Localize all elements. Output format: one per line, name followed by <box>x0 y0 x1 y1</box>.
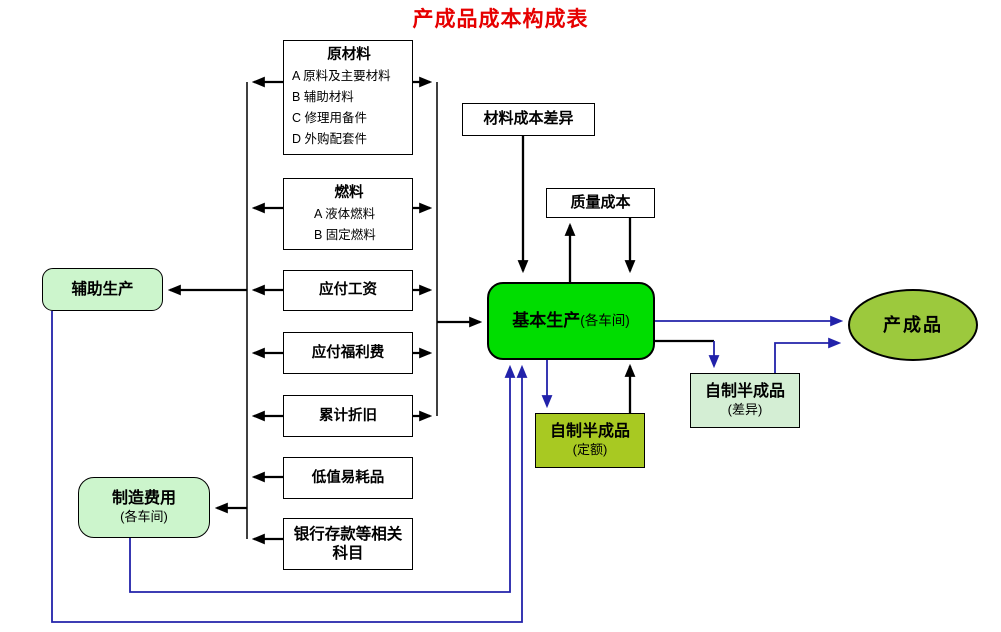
box-manufacturing-overhead-title: 制造费用 <box>111 490 176 508</box>
box-bank-deposits-title-line1: 银行存款等相关 <box>293 525 403 543</box>
black-arrows <box>167 76 714 545</box>
page-title: 产成品成本构成表 <box>412 8 589 31</box>
raw-materials-item: B 辅助材料 <box>292 90 354 105</box>
box-low-value-consumables: 低值易耗品 <box>283 457 413 499</box>
raw-materials-item: D 外购配套件 <box>292 132 368 147</box>
box-raw-materials-title: 原材料 <box>327 47 371 63</box>
box-semi-finished-quota: 自制半成品 (定额) <box>535 413 645 468</box>
box-semi-finished-variance-subtitle: (差异) <box>727 402 763 418</box>
box-accumulated-depreciation: 累计折旧 <box>283 395 413 437</box>
box-bank-deposits: 银行存款等相关 科目 <box>283 518 413 570</box>
box-low-value-consumables-title: 低值易耗品 <box>311 469 385 486</box>
box-material-cost-variance: 材料成本差异 <box>462 103 595 136</box>
box-auxiliary-production-title: 辅助生产 <box>71 280 134 298</box>
raw-materials-item: C 修理用备件 <box>292 111 368 126</box>
box-quality-cost: 质量成本 <box>546 188 655 218</box>
fuel-item: A 液体燃料 <box>314 207 376 222</box>
box-fuel-title: 燃料 <box>334 185 364 201</box>
box-semi-finished-quota-title: 自制半成品 <box>549 423 630 441</box>
box-material-cost-variance-title: 材料成本差异 <box>483 110 574 128</box>
box-semi-finished-variance-title: 自制半成品 <box>704 383 785 401</box>
box-manufacturing-overhead-subtitle: (各车间) <box>120 509 168 525</box>
raw-materials-item: A 原料及主要材料 <box>292 69 391 84</box>
box-basic-production: 基本生产(各车间) <box>487 282 655 360</box>
box-quality-cost-title: 质量成本 <box>570 193 631 211</box>
collector-rails <box>246 82 438 539</box>
box-fuel: 燃料 A 液体燃料 B 固定燃料 <box>283 178 413 250</box>
box-basic-production-title: 基本生产 <box>512 311 581 331</box>
fuel-item: B 固定燃料 <box>314 228 376 243</box>
box-bank-deposits-title-line2: 科目 <box>332 545 364 562</box>
box-auxiliary-production: 辅助生产 <box>42 268 163 311</box>
box-wages-payable-title: 应付工资 <box>319 282 377 299</box>
ellipse-finished-product-title: 产成品 <box>883 314 943 335</box>
box-welfare-payable: 应付福利费 <box>283 332 413 374</box>
box-basic-production-subtitle: (各车间) <box>580 312 630 328</box>
ellipse-finished-product: 产成品 <box>848 289 978 361</box>
box-semi-finished-variance: 自制半成品 (差异) <box>690 373 800 428</box>
blue-flows <box>51 311 844 623</box>
box-wages-payable: 应付工资 <box>283 270 413 311</box>
box-accumulated-depreciation-title: 累计折旧 <box>319 407 377 424</box>
box-semi-finished-quota-subtitle: (定额) <box>572 442 608 458</box>
box-manufacturing-overhead: 制造费用 (各车间) <box>78 477 210 538</box>
box-raw-materials: 原材料 A 原料及主要材料 B 辅助材料 C 修理用备件 D 外购配套件 <box>283 40 413 155</box>
box-welfare-payable-title: 应付福利费 <box>311 344 385 361</box>
